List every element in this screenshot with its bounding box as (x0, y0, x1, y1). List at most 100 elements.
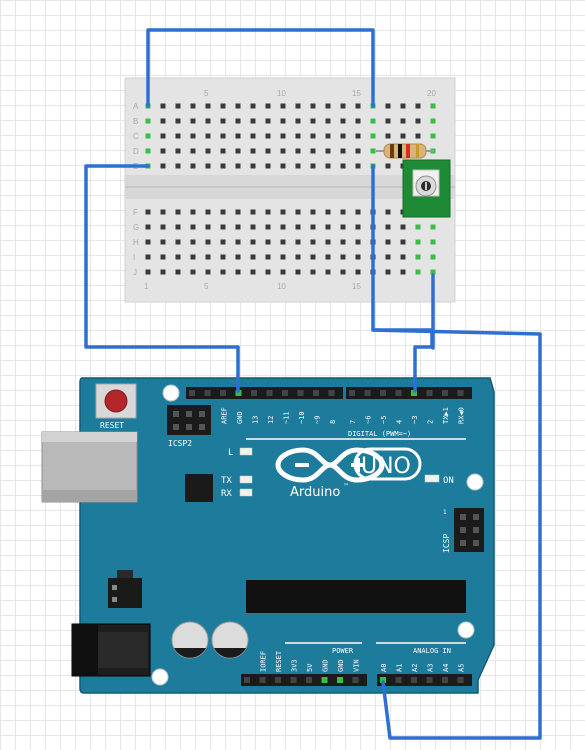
header-pin[interactable] (259, 677, 266, 683)
header-pin[interactable] (337, 677, 343, 683)
breadboard-hole-connected[interactable] (370, 148, 376, 154)
breadboard-hole[interactable] (280, 254, 286, 260)
breadboard-hole[interactable] (205, 209, 211, 215)
breadboard-hole[interactable] (355, 254, 361, 260)
breadboard-hole[interactable] (250, 209, 256, 215)
breadboard-hole[interactable] (310, 224, 316, 230)
breadboard-hole[interactable] (220, 118, 226, 124)
header-pin[interactable] (173, 411, 179, 417)
breadboard-hole[interactable] (235, 133, 241, 139)
breadboard-hole[interactable] (340, 224, 346, 230)
breadboard-hole[interactable] (205, 254, 211, 260)
breadboard-hole[interactable] (295, 148, 301, 154)
breadboard-hole-connected[interactable] (430, 254, 436, 260)
breadboard-hole[interactable] (295, 163, 301, 169)
breadboard-hole[interactable] (145, 209, 151, 215)
breadboard-hole-connected[interactable] (430, 224, 436, 230)
breadboard-hole[interactable] (280, 269, 286, 275)
breadboard-hole[interactable] (310, 148, 316, 154)
breadboard-hole[interactable] (385, 269, 391, 275)
breadboard-hole[interactable] (265, 254, 271, 260)
breadboard-hole[interactable] (235, 163, 241, 169)
breadboard-hole[interactable] (160, 224, 166, 230)
breadboard-hole[interactable] (325, 209, 331, 215)
breadboard-hole[interactable] (190, 254, 196, 260)
breadboard-hole[interactable] (355, 103, 361, 109)
breadboard-hole[interactable] (400, 118, 406, 124)
breadboard-hole-connected[interactable] (145, 118, 151, 124)
wire-a2-to-a16[interactable] (146, 28, 375, 108)
header-pin[interactable] (442, 677, 448, 683)
breadboard-hole[interactable] (205, 148, 211, 154)
breadboard-hole[interactable] (145, 239, 151, 245)
breadboard-hole-connected[interactable] (430, 269, 436, 275)
breadboard-hole[interactable] (385, 224, 391, 230)
breadboard-hole[interactable] (385, 118, 391, 124)
breadboard-hole[interactable] (265, 133, 271, 139)
breadboard-hole[interactable] (265, 118, 271, 124)
breadboard-hole[interactable] (280, 148, 286, 154)
breadboard-hole[interactable] (340, 103, 346, 109)
breadboard-hole[interactable] (340, 239, 346, 245)
breadboard-hole[interactable] (385, 163, 391, 169)
breadboard-hole[interactable] (280, 163, 286, 169)
breadboard-hole[interactable] (190, 209, 196, 215)
header-pin[interactable] (251, 390, 257, 396)
breadboard-hole[interactable] (325, 254, 331, 260)
breadboard-hole[interactable] (355, 224, 361, 230)
breadboard-hole[interactable] (190, 163, 196, 169)
header-pin[interactable] (426, 677, 433, 683)
header-pin[interactable] (199, 424, 205, 430)
breadboard-hole[interactable] (160, 209, 166, 215)
header-pin[interactable] (235, 390, 242, 396)
breadboard-hole[interactable] (175, 163, 181, 169)
breadboard-hole[interactable] (325, 269, 331, 275)
breadboard-hole[interactable] (415, 118, 421, 124)
breadboard-hole[interactable] (280, 239, 286, 245)
breadboard-hole[interactable] (400, 103, 406, 109)
breadboard-hole[interactable] (160, 133, 166, 139)
header-pin[interactable] (290, 677, 297, 683)
header-pin[interactable] (173, 424, 179, 430)
breadboard-hole[interactable] (385, 239, 391, 245)
breadboard-hole[interactable] (355, 118, 361, 124)
breadboard-hole-connected[interactable] (415, 239, 421, 245)
breadboard-hole[interactable] (250, 103, 256, 109)
header-pin[interactable] (457, 390, 464, 396)
breadboard-hole[interactable] (295, 239, 301, 245)
breadboard-hole[interactable] (325, 133, 331, 139)
breadboard-hole[interactable] (310, 269, 316, 275)
breadboard-hole[interactable] (235, 239, 241, 245)
header-pin[interactable] (266, 390, 273, 396)
breadboard-hole[interactable] (400, 254, 406, 260)
breadboard-hole[interactable] (265, 239, 271, 245)
breadboard-hole[interactable] (205, 118, 211, 124)
breadboard-hole[interactable] (280, 103, 286, 109)
breadboard-hole[interactable] (190, 103, 196, 109)
breadboard-hole[interactable] (175, 254, 181, 260)
breadboard-hole[interactable] (145, 254, 151, 260)
breadboard-hole[interactable] (190, 148, 196, 154)
header-pin[interactable] (282, 390, 288, 396)
breadboard-hole[interactable] (145, 269, 151, 275)
header-pin[interactable] (460, 514, 466, 520)
header-pin[interactable] (380, 390, 386, 396)
breadboard-hole[interactable] (265, 269, 271, 275)
breadboard-hole[interactable] (385, 103, 391, 109)
breadboard-hole[interactable] (340, 163, 346, 169)
breadboard-hole[interactable] (340, 133, 346, 139)
breadboard-hole[interactable] (340, 269, 346, 275)
breadboard-hole[interactable] (175, 118, 181, 124)
reset-button[interactable] (95, 383, 137, 419)
breadboard-hole[interactable] (280, 118, 286, 124)
header-pin[interactable] (473, 514, 479, 520)
breadboard-hole[interactable] (235, 103, 241, 109)
breadboard-hole[interactable] (400, 239, 406, 245)
breadboard-hole-connected[interactable] (145, 133, 151, 139)
breadboard-hole[interactable] (265, 148, 271, 154)
breadboard-hole[interactable] (190, 269, 196, 275)
breadboard-hole[interactable] (220, 254, 226, 260)
breadboard-hole[interactable] (205, 224, 211, 230)
breadboard-hole[interactable] (280, 209, 286, 215)
breadboard-hole[interactable] (160, 254, 166, 260)
